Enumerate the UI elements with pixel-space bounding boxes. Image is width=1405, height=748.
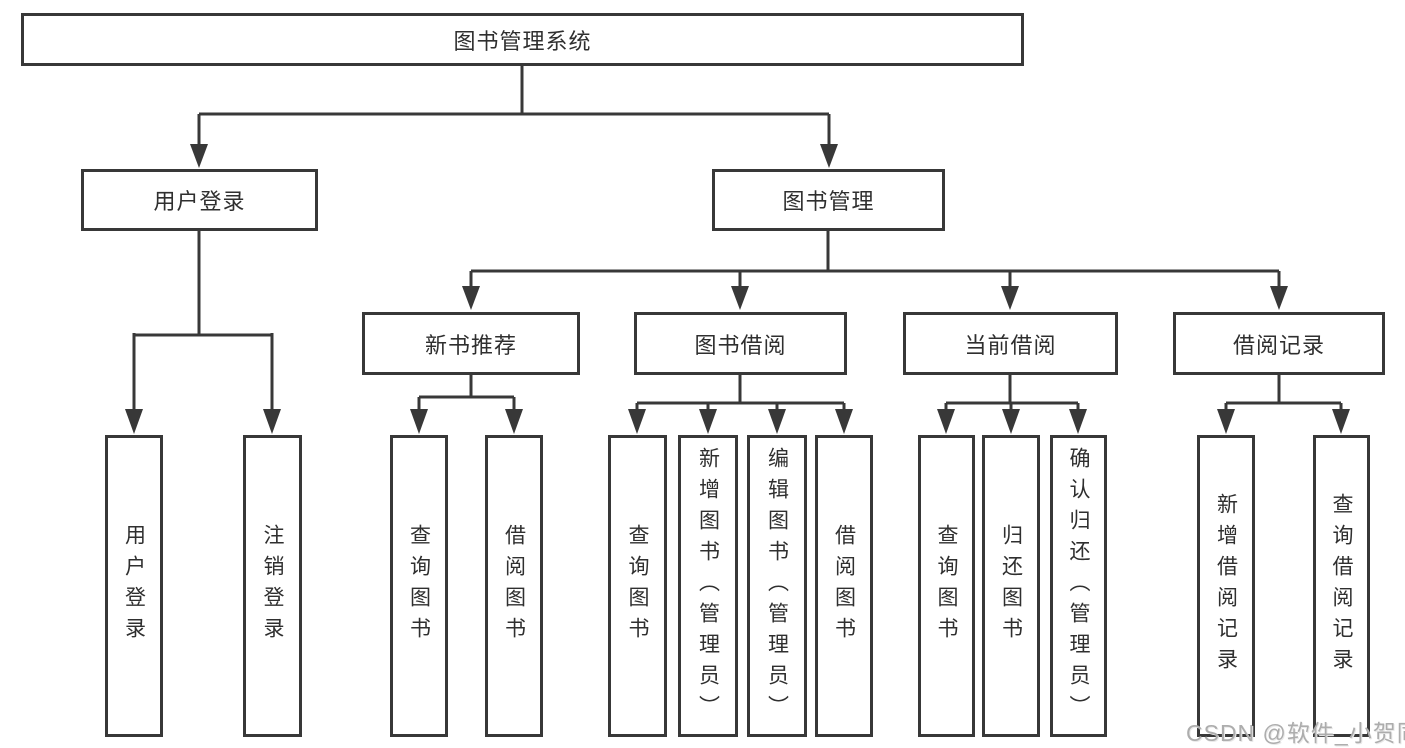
arrow-down-icon [820,144,838,168]
node-user-login: 用户登录 [81,169,318,231]
leaf-query-books-borrow: 查询图书 [608,435,667,737]
arrow-down-icon [768,409,786,434]
arrow-down-icon [1332,409,1350,434]
leaf-logout: 注销登录 [243,435,302,737]
arrow-down-icon [731,286,749,310]
node-borrow-records: 借阅记录 [1173,312,1385,375]
arrow-down-icon [699,409,717,434]
csdn-watermark: CSDN @软件_小贺同学 [1186,720,1405,746]
leaf-query-books-current: 查询图书 [918,435,975,737]
node-current-borrow: 当前借阅 [903,312,1118,375]
arrow-down-icon [1001,286,1019,310]
arrow-down-icon [263,409,281,434]
arrow-down-icon [628,409,646,434]
arrow-down-icon [410,409,428,434]
leaf-confirm-return-admin: 确认归还（管理员） [1050,435,1107,737]
leaf-edit-book-admin: 编辑图书（管理员） [747,435,807,737]
arrow-down-icon [1002,409,1020,434]
arrow-down-icon [1217,409,1235,434]
arrow-down-icon [125,409,143,434]
leaf-query-borrow-record: 查询借阅记录 [1313,435,1370,737]
leaf-borrow-books: 借阅图书 [815,435,873,737]
arrow-down-icon [835,409,853,434]
leaf-add-borrow-record: 新增借阅记录 [1197,435,1255,737]
arrow-down-icon [190,144,208,168]
arrow-down-icon [1270,286,1288,310]
leaf-query-books-recommend: 查询图书 [390,435,448,737]
node-book-management: 图书管理 [712,169,945,231]
node-book-borrow: 图书借阅 [634,312,847,375]
leaf-borrow-books-recommend: 借阅图书 [485,435,543,737]
node-root-system: 图书管理系统 [21,13,1024,66]
leaf-return-book: 归还图书 [982,435,1040,737]
arrow-down-icon [1069,409,1087,434]
node-new-book-recommend: 新书推荐 [362,312,580,375]
leaf-user-login: 用户登录 [105,435,163,737]
arrow-down-icon [505,409,523,434]
leaf-add-book-admin: 新增图书（管理员） [678,435,738,737]
arrow-down-icon [462,286,480,310]
arrow-down-icon [937,409,955,434]
